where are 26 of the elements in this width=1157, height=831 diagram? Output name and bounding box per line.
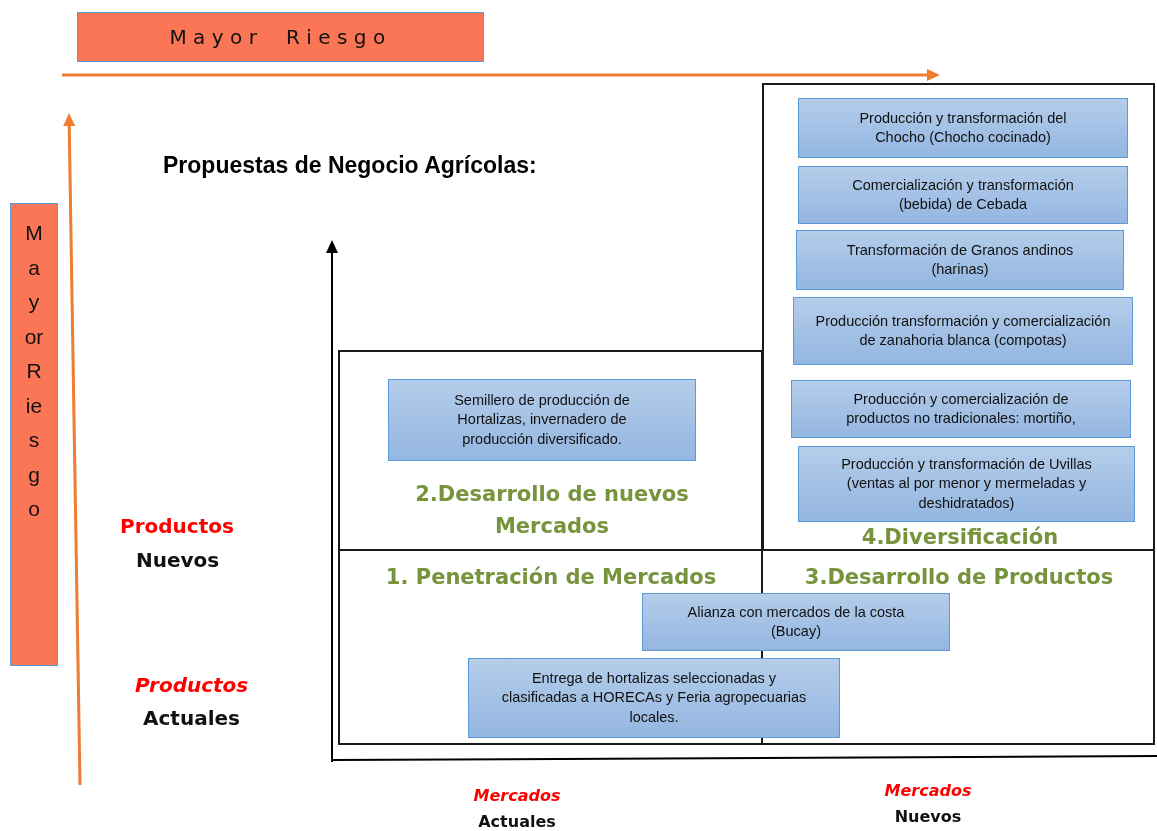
proposal-box: Semillero de producción de Hortalizas, invernadero de producción diversificado. bbox=[388, 379, 696, 461]
quadrant-title: 1. Penetración de Mercados bbox=[384, 564, 718, 591]
quadrant-title: 3.Desarrollo de Productos bbox=[803, 564, 1115, 591]
axis-label: Nuevos bbox=[136, 548, 220, 572]
proposal-box: Transformación de Granos andinos (harinas) bbox=[796, 230, 1124, 290]
proposal-box: Producción y comercialización de productos no tradicionales: mortiño, bbox=[791, 380, 1131, 438]
axis-label: Productos bbox=[120, 514, 234, 538]
axis-label: Mercados bbox=[473, 786, 561, 805]
risk-banner: Mayor Riesgo bbox=[77, 12, 484, 62]
axis-label: Nuevos bbox=[894, 807, 962, 826]
axis-label: Actuales bbox=[143, 706, 240, 730]
proposal-box: Alianza con mercados de la costa (Bucay) bbox=[642, 593, 950, 651]
quadrant-frame bbox=[338, 350, 763, 551]
risk-banner: Mayor Riesgo bbox=[10, 203, 58, 666]
axis-label: Productos bbox=[135, 673, 249, 697]
axis-label: Mercados bbox=[884, 781, 972, 800]
proposal-box: Producción y transformación de Uvillas (ventas al por menor y mermeladas y deshidratados) bbox=[798, 446, 1135, 522]
proposal-box: Producción y transformación del Chocho (Chocho cocinado) bbox=[798, 98, 1128, 158]
diagram-title: Propuestas de Negocio Agrícolas: bbox=[163, 152, 537, 179]
axis-label: Actuales bbox=[478, 812, 556, 831]
proposal-box: Producción transformación y comercialización de zanahoria blanca (compotas) bbox=[793, 297, 1133, 365]
quadrant-title: 4.Diversificación bbox=[860, 524, 1060, 551]
quadrant-frame bbox=[762, 83, 1155, 551]
proposal-box: Entrega de hortalizas seleccionadas y clasificadas a HORECAs y Feria agropecuarias locales. bbox=[468, 658, 840, 738]
proposal-box: Comercialización y transformación (bebida) de Cebada bbox=[798, 166, 1128, 224]
quadrant-title: 2.Desarrollo de nuevos Mercados bbox=[414, 481, 690, 540]
